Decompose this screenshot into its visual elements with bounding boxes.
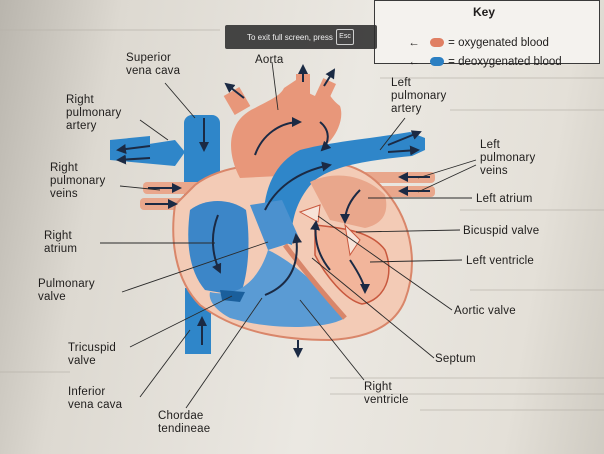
key-row-oxygenated: ← = oxygenated blood bbox=[389, 25, 549, 61]
label-tricuspid-valve: Tricuspid valve bbox=[68, 342, 117, 367]
label-inferior-vena-cava: Inferior vena cava bbox=[68, 386, 123, 411]
label-leader-lines bbox=[100, 61, 477, 409]
aortic-valve-shape bbox=[298, 204, 321, 223]
key-legend: Key ← = oxygenated blood ← = deoxygenated … bbox=[374, 0, 600, 68]
label-chordae-tendineae: Chordae tendineae bbox=[158, 410, 211, 435]
right-atrium-chamber bbox=[188, 201, 249, 296]
key-deoxygenated-label: = deoxygenated blood bbox=[448, 56, 562, 68]
left-pulmonary-vein-upper bbox=[360, 172, 435, 183]
label-right-atrium: Right atrium bbox=[44, 230, 78, 255]
label-right-pulmonary-artery: Right pulmonary artery bbox=[66, 94, 122, 132]
fullscreen-message: To exit full screen, press bbox=[247, 33, 333, 42]
label-right-ventricle: Right ventricle bbox=[364, 381, 409, 406]
label-aorta: Aorta bbox=[255, 54, 284, 66]
label-pulmonary-valve: Pulmonary valve bbox=[38, 278, 95, 303]
label-septum: Septum bbox=[435, 353, 476, 365]
left-atrium-chamber bbox=[310, 175, 387, 228]
esc-key-badge[interactable]: Esc bbox=[336, 29, 354, 45]
key-oxygenated-label: = oxygenated blood bbox=[448, 37, 549, 49]
key-title: Key bbox=[473, 5, 496, 19]
label-left-pulmonary-artery: Left pulmonary artery bbox=[391, 77, 447, 115]
label-right-pulmonary-veins: Right pulmonary veins bbox=[50, 162, 106, 200]
fullscreen-exit-banner: To exit full screen, press Esc bbox=[225, 25, 377, 49]
pulmonary-artery-vessel bbox=[263, 132, 425, 245]
label-aortic-valve: Aortic valve bbox=[454, 305, 516, 317]
key-row-deoxygenated: ← = deoxygenated blood bbox=[389, 44, 562, 80]
label-left-pulmonary-veins: Left pulmonary veins bbox=[480, 139, 536, 177]
septum-wall bbox=[283, 243, 347, 320]
flow-arrows bbox=[116, 64, 430, 358]
arrow-left-icon: ← bbox=[408, 56, 420, 68]
arrow-left-icon: ← bbox=[408, 37, 420, 49]
label-left-ventricle: Left ventricle bbox=[466, 255, 534, 267]
page-text-lines bbox=[0, 29, 604, 411]
oxygenated-swatch bbox=[430, 38, 445, 48]
deoxygenated-swatch bbox=[430, 57, 445, 67]
label-bicuspid-valve: Bicuspid valve bbox=[463, 225, 540, 237]
label-superior-vena-cava: Superior vena cava bbox=[126, 52, 181, 77]
label-left-atrium: Left atrium bbox=[476, 193, 533, 205]
